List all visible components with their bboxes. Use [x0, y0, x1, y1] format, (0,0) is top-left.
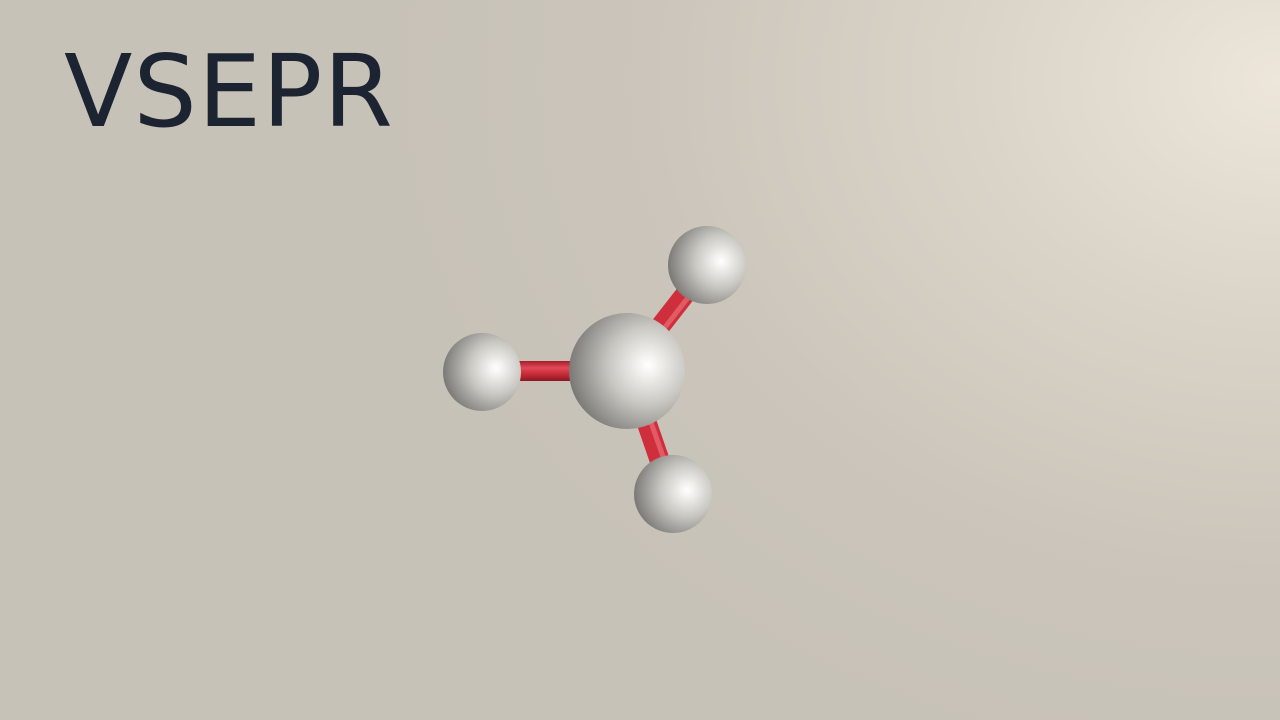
- bond-left: [515, 361, 577, 381]
- atom-central: [569, 313, 685, 429]
- atom-lower: [634, 455, 712, 533]
- slide-title: VSEPR: [64, 33, 394, 150]
- atom-left: [443, 333, 521, 411]
- atom-upper-right: [668, 226, 746, 304]
